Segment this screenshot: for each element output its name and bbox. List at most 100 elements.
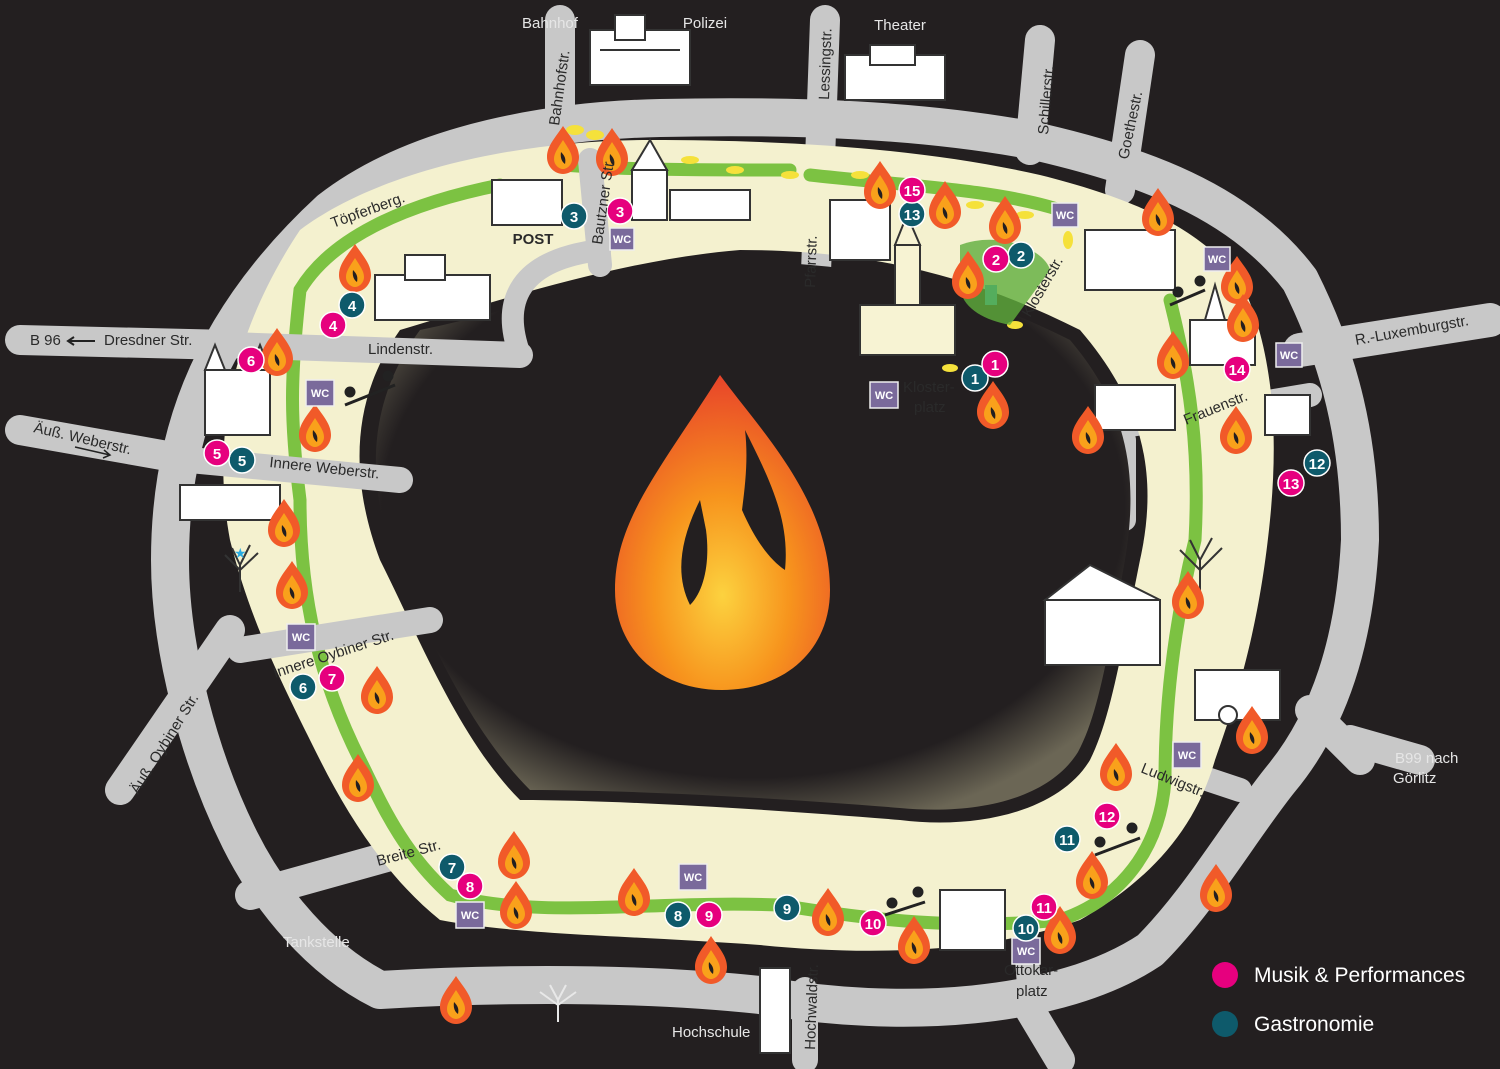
musik-marker: 10 [859,909,887,937]
svg-text:9: 9 [783,901,791,918]
wc-icon: WC [869,381,899,409]
label-theater: Theater [874,17,926,34]
svg-text:WC: WC [1208,254,1226,266]
gastro-marker: 12 [1303,449,1331,477]
label-bahnhof: Bahnhof [522,15,579,32]
wc-icon: WC [1275,342,1303,368]
gastro-marker: 11 [1053,825,1081,853]
arrow-right-icon [74,446,112,459]
townhall-building-icon [829,199,891,261]
footprints-icon [681,156,799,179]
gastro-marker: 13 [898,200,926,228]
svg-text:WC: WC [311,388,329,400]
svg-text:10: 10 [865,916,882,933]
seesaw-icon [344,370,396,407]
svg-text:1: 1 [971,371,979,388]
tree-icon [1179,537,1223,595]
label-dresdner: Dresdner Str. [104,332,192,349]
svg-text:8: 8 [674,908,682,925]
barn-building-icon [1042,563,1161,666]
label-lessingstr: Lessingstr. [816,28,835,100]
klosterkirche-building-icon [859,212,956,356]
svg-text:12: 12 [1309,456,1326,473]
musik-marker: 1 [981,350,1009,378]
gastro-marker: 1 [961,364,989,392]
school-building-icon [179,484,281,521]
label-tankstelle: Tankstelle [283,934,350,951]
svg-text:13: 13 [904,207,921,224]
label-b99: B99 nach [1395,750,1458,767]
tree-icon [224,544,259,592]
svg-text:11: 11 [1036,900,1052,917]
musik-marker: 13 [1277,469,1305,497]
gastro-marker: 6 [289,673,317,701]
gastro-dot-icon [1212,1011,1238,1037]
wc-icon: WC [305,379,335,407]
svg-text:WC: WC [875,390,893,402]
musik-marker: 15 [898,176,926,204]
kino-building-icon [939,889,1006,951]
musik-marker: 5 [203,439,231,467]
gastro-marker: 7 [438,853,466,881]
seesaw-icon [884,886,926,917]
footprints-icon [942,231,1073,372]
svg-text:5: 5 [213,446,221,463]
theater-building-icon [844,44,946,101]
gastro-marker: 4 [338,291,366,319]
statue-icon [1264,394,1311,436]
label-post: POST [513,231,554,248]
musik-markers: 1 2 3 4 5 6 7 8 9 10 11 12 13 14 15 [203,176,1305,937]
label-klosterplatz-2: platz [914,399,946,416]
svg-text:11: 11 [1059,832,1075,849]
label-schillerstr: Schillerstr. [1035,65,1058,135]
svg-text:WC: WC [1017,946,1035,958]
musik-marker: 3 [606,197,634,225]
svg-text:3: 3 [616,204,624,221]
label-ottokarplatz: Ottokar- [1004,962,1058,979]
long-building-icon [669,189,751,221]
musik-marker: 2 [982,245,1010,273]
legend-gastro: Gastronomie [1212,1011,1374,1037]
svg-text:6: 6 [247,353,255,370]
museum-building-icon [374,254,491,321]
label-b96: B 96 [30,332,61,349]
clock-building-icon [1194,669,1281,725]
musik-marker: 8 [456,872,484,900]
musik-marker: 6 [237,346,265,374]
wc-icon: WC [1011,937,1041,965]
musik-marker: 4 [319,311,347,339]
musik-marker: 9 [695,901,723,929]
label-lindenstr: Lindenstr. [368,341,433,358]
svg-text:2: 2 [1017,248,1025,265]
label-polizei: Polizei [683,15,727,32]
svg-text:2: 2 [992,252,1000,269]
svg-text:5: 5 [238,453,246,470]
svg-text:3: 3 [570,209,578,226]
seesaw-icon [1094,822,1141,857]
musik-dot-icon [1212,962,1238,988]
svg-text:6: 6 [299,680,307,697]
gastro-marker: 9 [773,894,801,922]
tree-icon [539,984,577,1022]
playgrounds [344,275,1206,917]
svg-text:4: 4 [348,298,357,315]
svg-text:14: 14 [1229,362,1246,379]
gastro-marker: 5 [228,446,256,474]
hochschule-building-icon [759,967,791,1054]
svg-text:8: 8 [466,879,474,896]
wc-icon: WC [678,863,708,891]
label-hochwaldstr: Hochwaldstr. [802,964,822,1050]
wc-icon: WC [1172,741,1202,769]
wc-icon: WC [286,623,316,651]
bank-building-icon [1094,384,1176,431]
star-icon: ★ [234,545,247,561]
musik-marker: 14 [1223,355,1251,383]
wc-icon: WC [455,901,485,929]
legend-musik: Musik & Performances [1212,962,1465,988]
wc-icon: WC [609,227,635,251]
label-hochschule: Hochschule [672,1024,750,1041]
svg-text:WC: WC [1056,210,1074,222]
office-building-icon [1084,229,1176,291]
seesaw-icon [1169,275,1206,307]
svg-text:15: 15 [904,183,921,200]
